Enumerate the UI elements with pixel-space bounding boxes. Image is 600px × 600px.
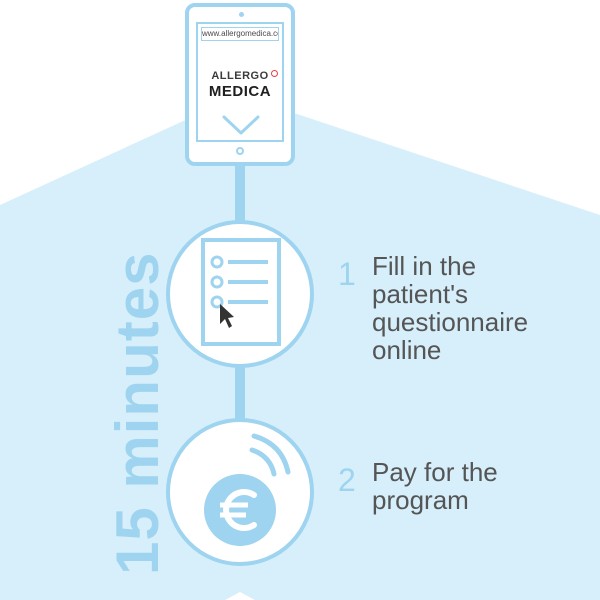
- logo-bottom-text: MEDICA: [208, 83, 272, 100]
- duration-label: 15 minutes: [104, 251, 171, 575]
- tablet-home-button: [236, 147, 244, 155]
- chevron-down-icon[interactable]: [221, 114, 261, 136]
- step-1-circle: [166, 220, 314, 368]
- logo-mark-icon: [270, 70, 278, 77]
- tablet-screen: www.allergomedica.com ALLERGO MEDICA: [196, 22, 284, 142]
- tablet-camera: [239, 12, 244, 17]
- step-2-number: 2: [338, 462, 356, 498]
- connector-line-middle: [235, 365, 245, 425]
- step-2: 2 Pay for the program: [338, 458, 572, 514]
- url-bar[interactable]: www.allergomedica.com: [201, 27, 279, 41]
- step-1: 1 Fill in the patient's questionnaire on…: [338, 252, 572, 364]
- tablet-device: www.allergomedica.com ALLERGO MEDICA: [185, 3, 295, 166]
- logo-top-label: ALLERGO: [211, 70, 269, 82]
- connector-line-top: [235, 166, 245, 226]
- allergomedica-logo: ALLERGO MEDICA: [198, 66, 282, 99]
- euro-payment-icon: [204, 433, 291, 546]
- step-2-text: Pay for the program: [372, 457, 498, 515]
- questionnaire-icon: [201, 238, 281, 346]
- logo-top-text: ALLERGO: [211, 70, 278, 82]
- step-1-text: Fill in the patient's questionnaire onli…: [372, 251, 529, 365]
- step-1-number: 1: [338, 256, 356, 292]
- step-2-circle: [166, 418, 314, 566]
